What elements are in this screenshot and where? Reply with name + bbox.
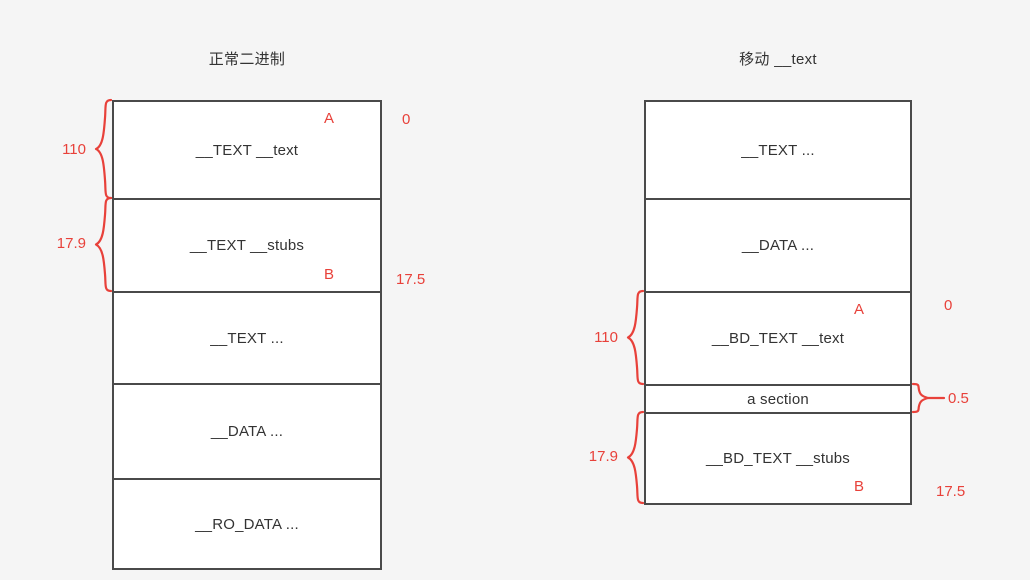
- offset-label-0: 0: [402, 111, 411, 128]
- memory-map-normal-binary: __TEXT __text A __TEXT __stubs B __TEXT …: [112, 100, 382, 570]
- section-label: __TEXT ...: [741, 141, 815, 159]
- brace-17-9: [626, 410, 645, 505]
- section-row-stubs: __TEXT __stubs B: [114, 200, 380, 293]
- offset-label-0: 0: [944, 297, 953, 314]
- section-row-a-section: a section: [646, 386, 910, 414]
- section-row-data: __DATA ...: [114, 385, 380, 480]
- brace-110: [94, 98, 113, 200]
- corner-mark-a: A: [323, 110, 334, 127]
- brace-value-110: 110: [594, 329, 618, 346]
- brace-17-9: [94, 196, 113, 293]
- section-label: __RO_DATA ...: [195, 515, 299, 533]
- section-label: __BD_TEXT __stubs: [705, 450, 851, 467]
- section-row-bd-stubs: __BD_TEXT __stubs B: [646, 414, 910, 503]
- section-label: __DATA ...: [210, 423, 284, 440]
- section-label: a section: [747, 390, 809, 408]
- brace-value-17-9: 17.9: [56, 235, 86, 252]
- section-label: __TEXT __stubs: [189, 237, 305, 254]
- section-row-text-rest: __TEXT ...: [114, 293, 380, 385]
- offset-label-17-5: 17.5: [396, 271, 426, 288]
- section-row-data: __DATA ...: [646, 200, 910, 293]
- section-row-bd-text: __BD_TEXT __text A: [646, 293, 910, 386]
- brace-value-0-5: 0.5: [948, 390, 969, 407]
- section-label: __TEXT ...: [210, 329, 284, 347]
- corner-mark-b: B: [323, 266, 334, 283]
- section-label: __TEXT __text: [195, 141, 299, 159]
- section-row-text: __TEXT ...: [646, 102, 910, 200]
- brace-0-5-leader: [926, 396, 946, 400]
- brace-110: [626, 289, 645, 386]
- brace-value-17-9: 17.9: [588, 448, 618, 465]
- panel-title-normal-binary: 正常二进制: [208, 51, 286, 68]
- section-label: __BD_TEXT __text: [711, 330, 845, 347]
- section-label: __DATA ...: [741, 237, 815, 254]
- brace-value-110: 110: [62, 141, 86, 158]
- panel-title-moved-text: 移动 __text: [739, 51, 817, 68]
- section-row-ro-data: __RO_DATA ...: [114, 480, 380, 568]
- section-row-text: __TEXT __text A: [114, 102, 380, 200]
- corner-mark-b: B: [853, 478, 864, 495]
- offset-label-17-5: 17.5: [936, 483, 966, 500]
- corner-mark-a: A: [853, 301, 864, 318]
- memory-map-moved-text: __TEXT ... __DATA ... __BD_TEXT __text A…: [644, 100, 912, 505]
